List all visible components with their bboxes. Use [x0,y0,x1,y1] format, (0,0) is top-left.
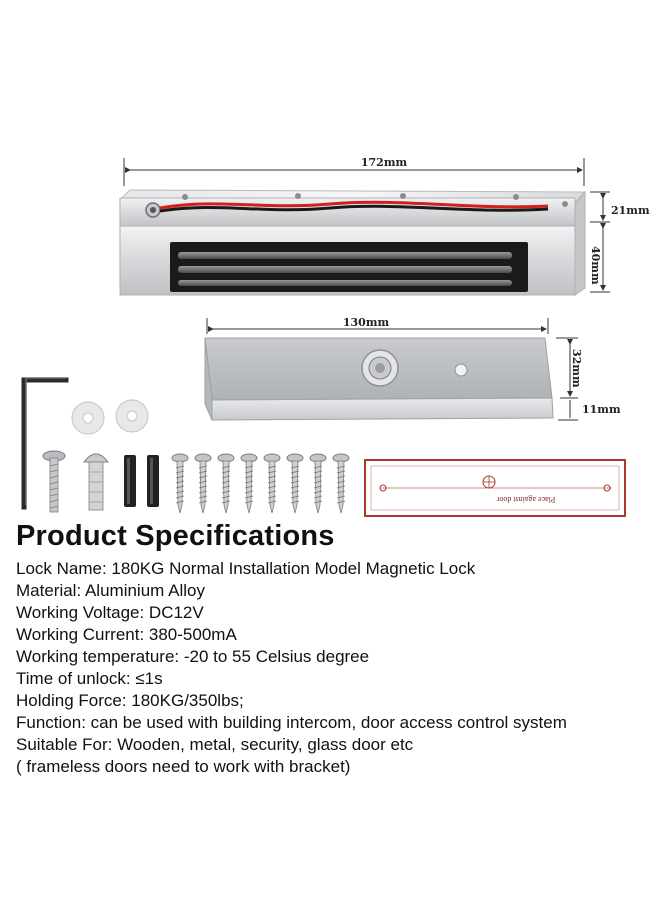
wood-screws [171,453,350,514]
plate-width-label: 32mm [570,349,583,388]
spec-working-temperature: Working temperature: -20 to 55 Celsius d… [16,647,370,666]
wood-screw [286,453,304,514]
product-specifications: Product Specifications Lock Name: 180KG … [16,520,646,778]
wood-screw [263,453,281,514]
plate-width-dimension: 32mm [556,337,583,399]
installation-sticker: Place against door [364,459,626,517]
spec-material: Material: Aluminium Alloy [16,581,205,600]
spec-holding-force: Holding Force: 180KG/350lbs; [16,691,244,710]
wood-screw [240,453,258,514]
lock-length-label: 172mm [361,156,408,169]
spec-frameless-note: ( frameless doors need to work with brac… [16,757,351,776]
rubber-washers [71,399,149,435]
wood-screw [217,453,235,514]
sex-bolt [82,453,110,511]
specs-title: Product Specifications [16,520,335,552]
electromagnet-core [170,242,528,292]
lock-length-dimension: 172mm [123,156,585,186]
plate-thickness-dimension: 11mm [558,400,621,421]
plate-thickness-label: 11mm [582,403,621,416]
plastic-sleeves [124,455,159,507]
spec-working-voltage: Working Voltage: DC12V [16,603,204,622]
sticker-text: Place against door [496,495,555,504]
spec-lock-name: Lock Name: 180KG Normal Installation Mod… [16,559,476,578]
product-illustration: 172mm 21mm 40mm 130mm 32mm [21,156,650,517]
spec-unlock-time: Time of unlock: ≤1s [16,669,163,688]
spec-suitable-for: Suitable For: Wooden, metal, security, g… [16,735,414,754]
wood-screw [309,453,327,514]
spec-function: Function: can be used with building inte… [16,713,567,732]
wood-screw [194,453,212,514]
armature-plate [204,337,554,421]
wood-screw [332,453,350,514]
lock-height-label: 40mm [589,246,602,285]
lock-depth-label: 21mm [611,204,650,217]
machine-screw [42,450,66,513]
plate-length-dimension: 130mm [206,316,549,334]
spec-working-current: Working Current: 380-500mA [16,625,237,644]
wood-screw [171,453,189,514]
plate-length-label: 130mm [343,316,390,329]
hex-key [21,377,69,510]
lock-height-dimension: 40mm [589,223,610,293]
lock-depth-dimension: 21mm [590,191,650,223]
lock-wires [159,200,549,213]
